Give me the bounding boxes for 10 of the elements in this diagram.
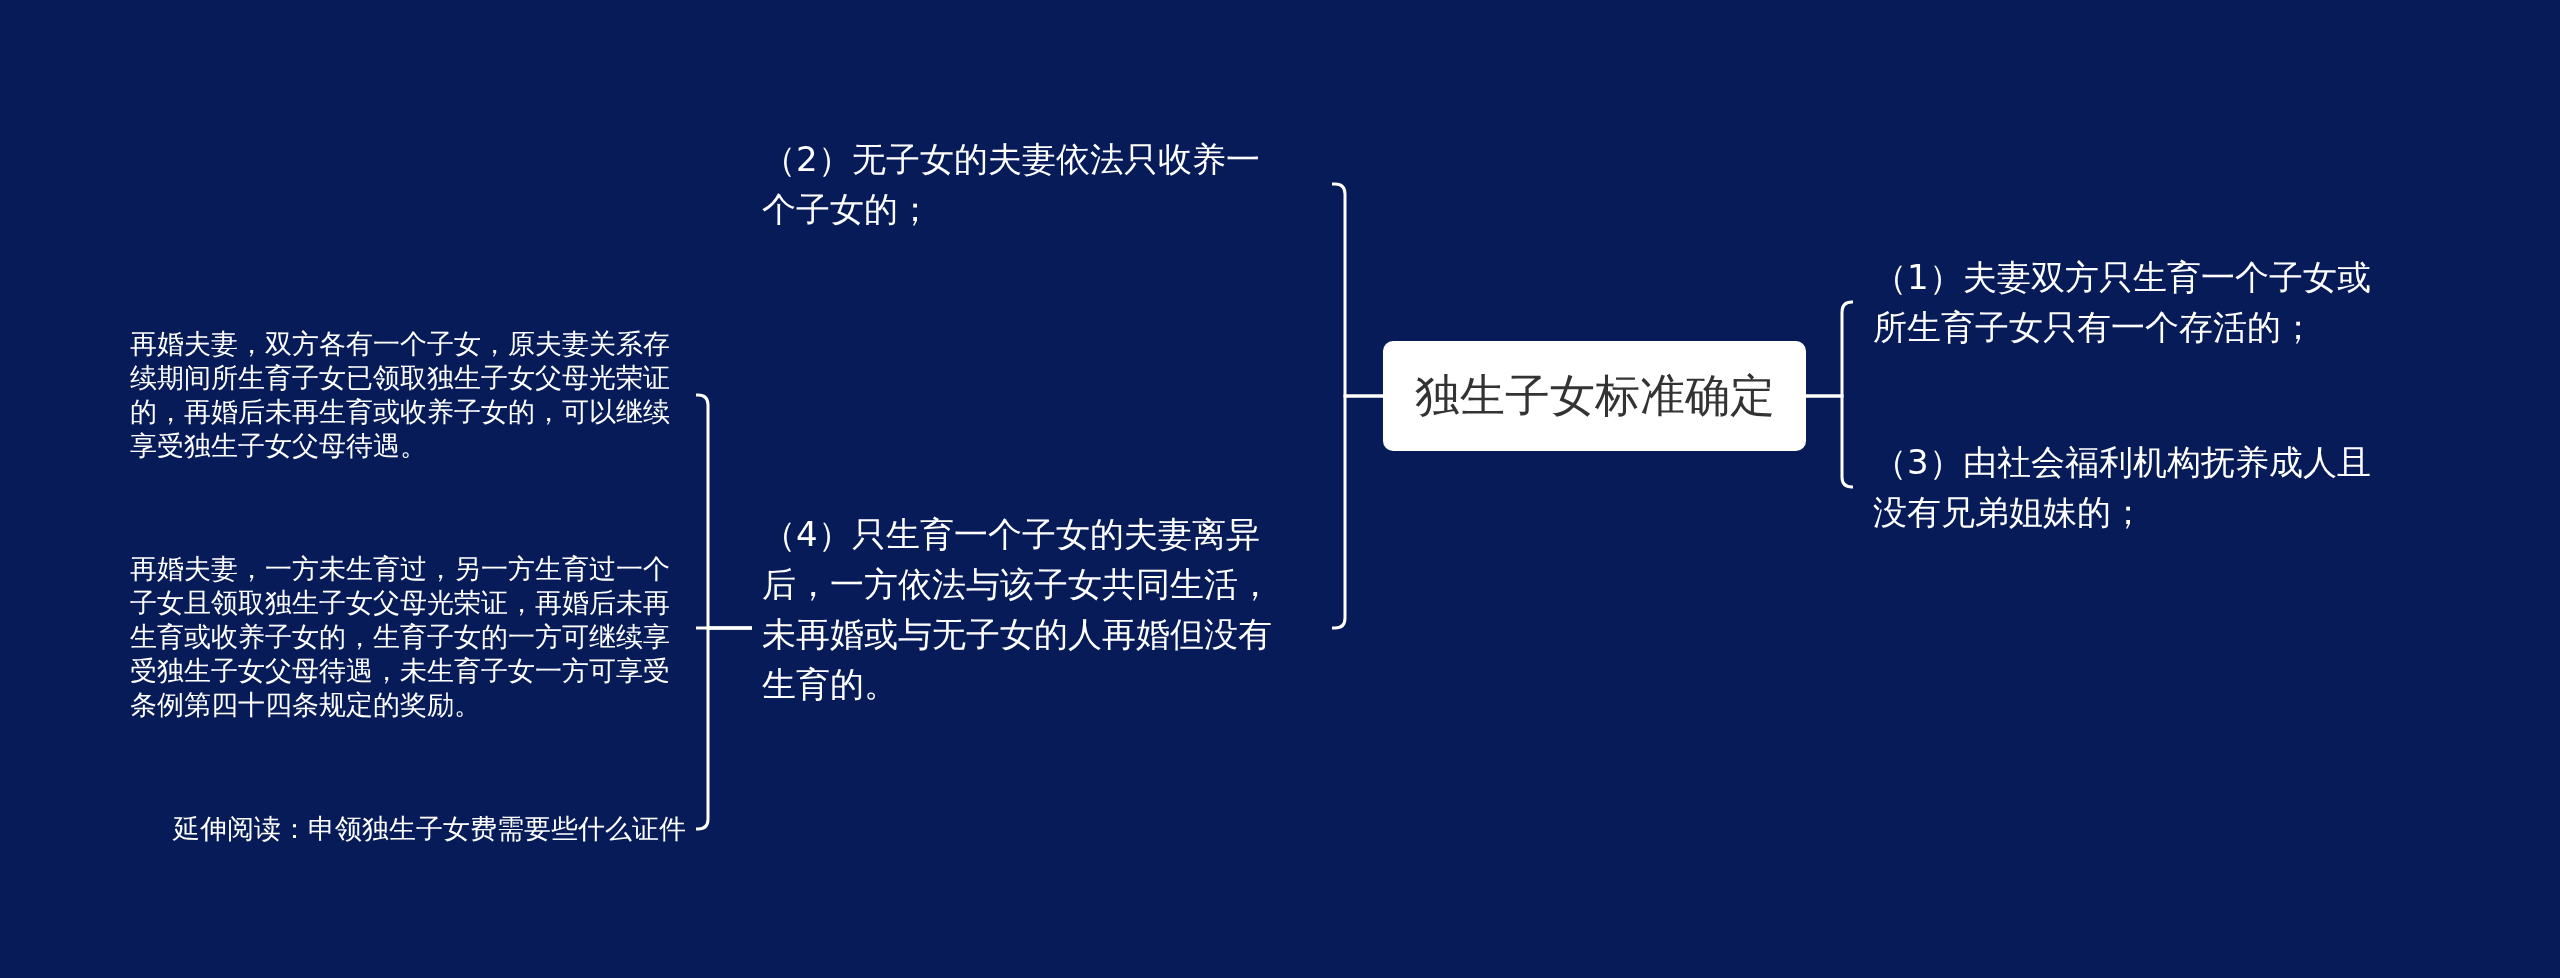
topic-box: 独生子女标准确定 (1383, 341, 1806, 451)
branch-text: （1）夫妻双方只生育一个子女或所生育子女只有一个存活的； (1853, 252, 2433, 352)
branch-text: （4）只生育一个子女的夫妻离异后，一方依法与该子女共同生活，未再婚或与无子女的人再婚但没有生育的。 (752, 509, 1332, 709)
branch-text: （2）无子女的夫妻依法只收养一个子女的； (752, 134, 1332, 234)
connector-line (1806, 394, 1854, 489)
branch-text: 延伸阅读：申领独生子女费需要些什么证件 (122, 812, 696, 846)
branch-text: 再婚夫妻，一方未生育过，另一方生育过一个子女且领取独生子女父母光荣证，再婚后未再生育或收养子女的，生育子女的一方可继续享受独生子女父母待遇，未生育子女一方可享受条例第四十四条规定的奖励。 (122, 552, 696, 722)
branch-text: 再婚夫妻，双方各有一个子女，原夫妻关系存续期间所生育子女已领取独生子女父母光荣证的，再婚后未再生育或收养子女的，可以继续享受独生子女父母待遇。 (122, 327, 696, 463)
connector-line (695, 626, 752, 831)
branch-text: （3）由社会福利机构抚养成人且没有兄弟姐妹的； (1853, 437, 2433, 537)
